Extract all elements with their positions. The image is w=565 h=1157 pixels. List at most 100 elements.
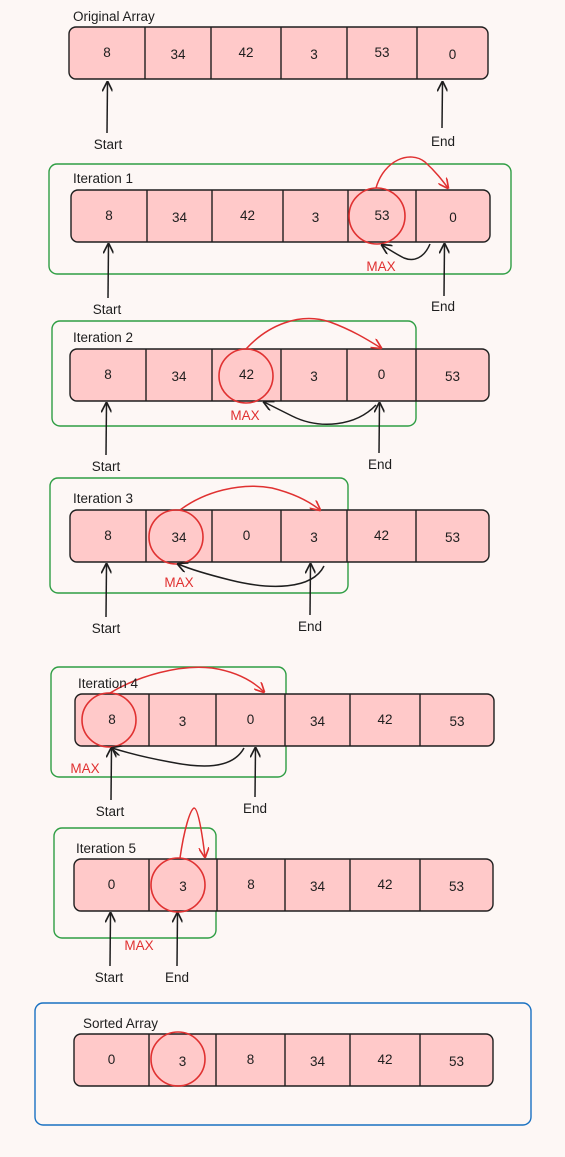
iteration-5-end-arrow: [177, 913, 178, 967]
iteration-1-end-label: End: [431, 299, 455, 314]
sorted-highlight-circle: [150, 1031, 206, 1087]
iteration-2-return-arrow: [264, 402, 377, 425]
array-cell-value: 42: [377, 1052, 392, 1067]
iteration-4-end-label: End: [243, 801, 267, 816]
array-cell-value: 8: [247, 877, 255, 892]
iteration-3-start-label: Start: [92, 621, 121, 636]
array-outline: [68, 26, 489, 80]
array-cell-value: 42: [238, 45, 253, 60]
array-cell-value: 0: [449, 47, 457, 62]
iteration-2-max-label: MAX: [230, 408, 259, 423]
iteration-5-start-arrow: [110, 913, 111, 967]
array-cell-value: 0: [108, 877, 116, 892]
original-start-arrow: [107, 82, 108, 134]
array-row-6: 0 3 8 34 42 53: [73, 1033, 494, 1087]
array-cell-value: 42: [239, 367, 254, 382]
iteration-4-max-circle: [81, 692, 137, 748]
iteration-4-start-label: Start: [96, 804, 125, 819]
array-cell-value: 53: [449, 879, 464, 894]
array-cell-value: 8: [105, 208, 113, 223]
original-start-label: Start: [94, 137, 123, 152]
array-outline: [70, 189, 491, 243]
iteration-2-start-label: Start: [92, 459, 121, 474]
iteration-1-swap-arrow: [375, 156, 448, 188]
iteration-3-start-arrow: [106, 564, 107, 618]
iteration-4-max-label: MAX: [70, 761, 99, 776]
iteration-2-swap-arrow: [245, 317, 381, 349]
array-cell-value: 53: [374, 45, 389, 60]
array-cell-value: 0: [449, 210, 457, 225]
iteration-5-max-label: MAX: [124, 938, 153, 953]
array-outline: [73, 1033, 494, 1087]
array-cell-value: 34: [172, 210, 188, 225]
iteration-5-title: Iteration 5: [76, 841, 136, 856]
iteration-1-start-arrow: [108, 244, 109, 299]
iteration-2-start-arrow: [106, 403, 107, 456]
array-cell-value: 3: [310, 47, 318, 62]
array-cell-value: 3: [179, 879, 187, 894]
array-cell-value: 3: [179, 714, 187, 729]
sorted-array-frame: [34, 1002, 532, 1126]
iteration-1-start-label: Start: [93, 302, 122, 317]
array-outline: [69, 348, 490, 402]
array-cell-value: 42: [377, 712, 392, 727]
array-outline: [73, 858, 494, 912]
iteration-3-max-label: MAX: [164, 575, 193, 590]
iteration-5-max-circle: [150, 857, 206, 913]
iteration-2-title: Iteration 2: [73, 330, 133, 345]
iteration-3-end-arrow: [310, 564, 311, 616]
iteration-4-swap-arrow: [109, 666, 264, 693]
iteration-4-return-arrow: [112, 748, 245, 767]
iteration-3-title: Iteration 3: [73, 491, 133, 506]
array-cell-value: 8: [104, 528, 112, 543]
iteration-3-return-arrow: [178, 564, 325, 588]
array-cell-value: 3: [310, 530, 318, 545]
array-cell-value: 3: [312, 210, 320, 225]
array-cell-value: 8: [247, 1052, 255, 1067]
original-array-title: Original Array: [73, 9, 155, 24]
iteration-5-swap-arrow: [179, 807, 205, 858]
iteration-4-title: Iteration 4: [78, 676, 139, 691]
array-row-5: 0 3 8 34 42 53: [73, 858, 494, 912]
array-cell-value: 53: [445, 369, 460, 384]
iteration-3-swap-arrow: [179, 485, 320, 510]
array-cell-value: 34: [310, 1054, 326, 1069]
iteration-1-max-circle: [348, 187, 406, 245]
iteration-2-end-arrow: [379, 403, 380, 454]
array-cell-value: 0: [378, 367, 386, 382]
iteration-1-end-arrow: [444, 244, 445, 297]
array-cell-value: 8: [104, 367, 112, 382]
array-cell-value: 34: [171, 369, 187, 384]
original-end-arrow: [442, 82, 443, 129]
array-cell-value: 0: [247, 712, 255, 727]
iteration-4-end-arrow: [255, 748, 256, 798]
array-cell-value: 53: [449, 1054, 464, 1069]
iteration-1-title: Iteration 1: [73, 171, 133, 186]
iteration-2-end-label: End: [368, 457, 392, 472]
array-cell-value: 53: [445, 530, 460, 545]
array-cell-value: 42: [240, 208, 255, 223]
array-cell-value: 8: [108, 712, 116, 727]
array-row-3: 8 34 0 3 42 53: [69, 509, 490, 563]
iteration-1-return-arrow: [382, 244, 431, 261]
array-cell-value: 34: [310, 879, 326, 894]
array-cell-value: 3: [179, 1054, 187, 1069]
original-end-label: End: [431, 134, 455, 149]
array-cell-value: 8: [103, 45, 111, 60]
array-outline: [69, 509, 490, 563]
array-cell-value: 34: [310, 714, 326, 729]
array-row-1: 8 34 42 3 53 0: [70, 189, 491, 243]
iteration-5-end-label: End: [165, 970, 189, 985]
iteration-1-max-label: MAX: [366, 259, 395, 274]
array-cell-value: 0: [243, 528, 251, 543]
iteration-3-end-label: End: [298, 619, 322, 634]
sorted-array-title: Sorted Array: [83, 1016, 158, 1031]
array-cell-value: 53: [374, 208, 389, 223]
array-cell-value: 0: [108, 1052, 116, 1067]
array-cell-value: 42: [377, 877, 392, 892]
array-cell-value: 42: [374, 528, 389, 543]
array-cell-value: 34: [171, 530, 187, 545]
